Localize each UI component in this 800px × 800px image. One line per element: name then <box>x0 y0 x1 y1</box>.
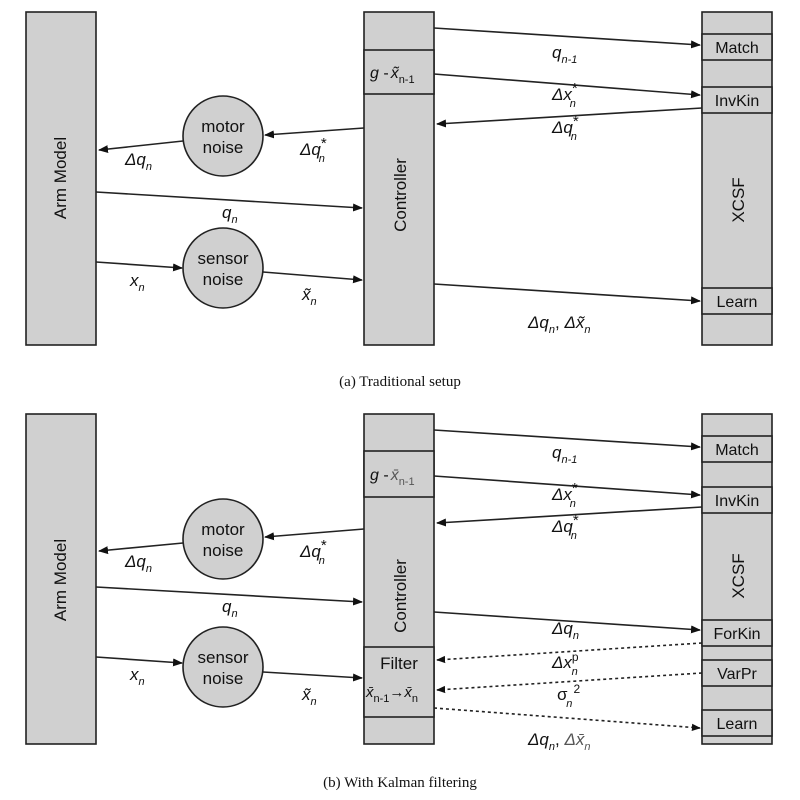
arrow-dq-star-in <box>436 107 703 128</box>
xcsf-box <box>701 413 773 745</box>
match-label: Match <box>715 442 759 459</box>
learn-label: Learn <box>717 716 758 733</box>
goal-error-label: g -x̄n-1 <box>370 467 415 488</box>
arm-model-label: Arm Model <box>51 137 70 219</box>
invkin-label: InvKin <box>715 93 759 110</box>
label-dq-arm: Δqn <box>124 150 152 173</box>
filter-box <box>363 646 435 718</box>
label-q-prev: qn-1 <box>552 443 577 466</box>
panel-a: Arm Model Controller g -x̃n-1 XCSF Match… <box>25 11 773 390</box>
forkin-module <box>701 619 773 647</box>
label-dq-star-in: Δq*n <box>551 512 579 542</box>
match-label: Match <box>715 40 759 57</box>
label-x-tilde: x̃n <box>301 285 317 308</box>
motor-noise-line1: motor <box>201 520 245 539</box>
caption-a: (a) Traditional setup <box>339 374 461 390</box>
arrow-q-prev <box>433 429 701 451</box>
caption-b: (b) With Kalman filtering <box>323 775 477 791</box>
xcsf-label: XCSF <box>729 177 748 222</box>
arrow-x-n <box>95 656 183 667</box>
arrow-dq-star-in <box>436 506 703 527</box>
invkin-module <box>701 486 773 514</box>
motor-noise-circle <box>182 95 264 177</box>
sensor-noise-circle <box>182 227 264 309</box>
arrow-dq-arm <box>98 542 184 555</box>
label-dq-star-in: Δq*n <box>551 113 579 143</box>
motor-noise-circle <box>182 498 264 580</box>
label-x-n: xn <box>129 665 145 688</box>
invkin-label: InvKin <box>715 493 759 510</box>
label-dq-arm: Δqn <box>124 552 152 575</box>
varpr-module <box>701 659 773 687</box>
label-x-n: xn <box>129 271 145 294</box>
label-dq-star-out: Δq*n <box>299 537 327 567</box>
label-learn: Δqn, Δx̃n <box>527 313 590 336</box>
arrow-dq-star-out <box>264 528 365 541</box>
match-module <box>701 33 773 61</box>
label-q-n: qn <box>222 597 238 620</box>
arrow-dq-star-out <box>264 127 365 139</box>
learn-module <box>701 287 773 315</box>
arrow-dx-star <box>433 73 701 99</box>
forkin-label: ForKin <box>713 626 760 643</box>
match-module <box>701 435 773 463</box>
sensor-noise-line1: sensor <box>197 249 248 268</box>
label-q-prev: qn-1 <box>552 43 577 66</box>
arrow-x-n <box>95 261 183 272</box>
motor-noise-line2: noise <box>203 541 244 560</box>
controller-label: Controller <box>391 559 410 633</box>
goal-error-box <box>363 49 435 95</box>
arrow-learn <box>433 707 701 731</box>
arm-model-box <box>25 413 97 745</box>
arrow-x-tilde <box>262 671 363 682</box>
label-dq-star-out: Δq*n <box>299 135 327 165</box>
arm-model-box <box>25 11 97 346</box>
filter-update-label: x̄n-1→x̄n <box>365 684 418 705</box>
label-x-tilde: x̃n <box>301 685 317 708</box>
sensor-noise-line1: sensor <box>197 648 248 667</box>
label-q-n: qn <box>222 203 238 226</box>
sensor-noise-line2: noise <box>203 270 244 289</box>
sensor-noise-circle <box>182 626 264 708</box>
filter-label: Filter <box>380 654 418 673</box>
motor-noise-line1: motor <box>201 117 245 136</box>
learn-module <box>701 709 773 737</box>
learn-label: Learn <box>717 294 758 311</box>
arrow-dq-arm <box>98 140 184 154</box>
label-dq-forkin: Δqn <box>551 619 579 642</box>
arrow-x-tilde <box>262 271 363 284</box>
label-dx-star: Δx*n <box>551 480 578 510</box>
arrow-sigma <box>436 672 703 694</box>
arrow-dx-star <box>433 475 701 499</box>
arrow-q-prev <box>433 27 701 49</box>
arrow-q-n <box>95 191 363 212</box>
controller-label: Controller <box>391 158 410 232</box>
motor-noise-line2: noise <box>203 138 244 157</box>
label-learn: Δqn, Δx̄n <box>527 730 590 753</box>
invkin-module <box>701 86 773 114</box>
arm-model-label: Arm Model <box>51 539 70 621</box>
label-dx-star: Δx*n <box>551 80 578 110</box>
goal-error-label: g -x̃n-1 <box>370 65 415 86</box>
varpr-label: VarPr <box>717 666 757 683</box>
arrow-learn <box>433 283 701 305</box>
arrow-dq-forkin <box>433 611 701 634</box>
xcsf-label: XCSF <box>729 553 748 598</box>
arrow-q-n <box>95 586 363 606</box>
sensor-noise-line2: noise <box>203 669 244 688</box>
goal-error-box <box>363 450 435 498</box>
panel-b: Arm Model Controller g -x̄n-1 Filter x̄n… <box>25 413 773 791</box>
arrow-dx-p <box>436 642 703 664</box>
